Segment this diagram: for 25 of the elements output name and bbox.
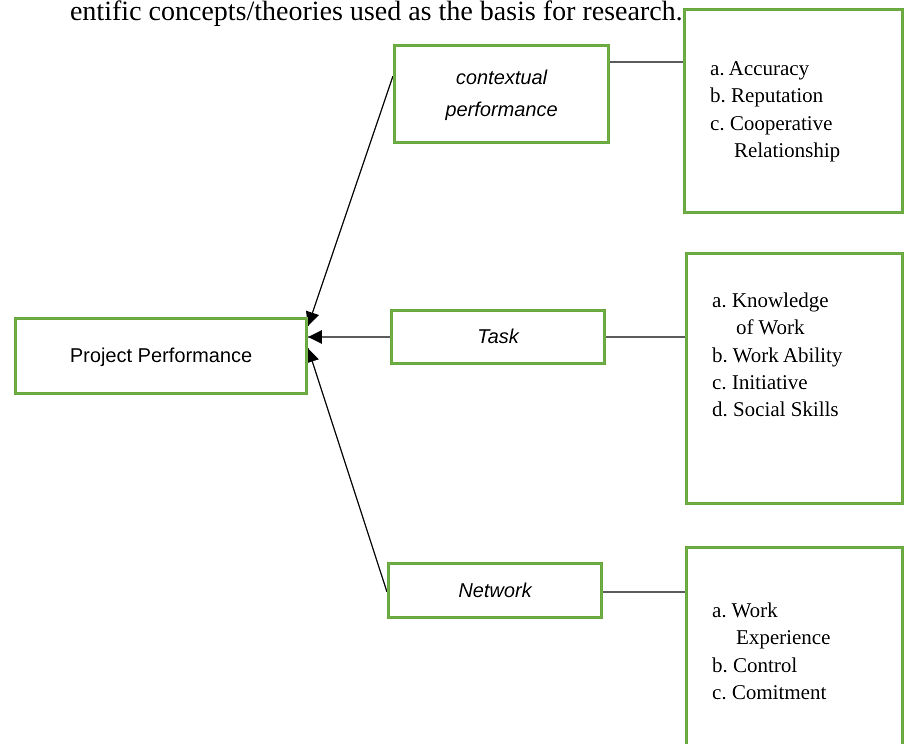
list-item: b. Control [712,652,798,679]
list-item: d. Social Skills [712,396,840,424]
arrow [306,76,394,326]
arrow [308,330,390,344]
list-item: b. Reputation [710,82,824,110]
list-item: b. Work Ability [712,342,844,369]
connector-line [606,336,685,338]
box-label: Project Performance [68,344,254,369]
box-label: Task [476,325,520,350]
heading-text: entific concepts/theories used as the basis for research. [70,0,683,28]
list-item: a. Accuracy [710,55,810,82]
list-item: c. Cooperative Relationship [710,110,842,164]
list-item: c. Comitment [712,678,828,706]
connector-line [603,591,685,593]
concept-box [14,317,308,395]
concept-box [387,562,603,619]
box-label: Network [457,578,534,604]
list-box [685,252,904,505]
list-item: c. Initiative [712,368,809,396]
connector-line [610,61,683,63]
list-box [683,8,904,214]
list-box [685,546,904,744]
concept-box [390,309,606,365]
box-label: contextual performance [444,66,559,123]
concept-box [393,44,610,144]
